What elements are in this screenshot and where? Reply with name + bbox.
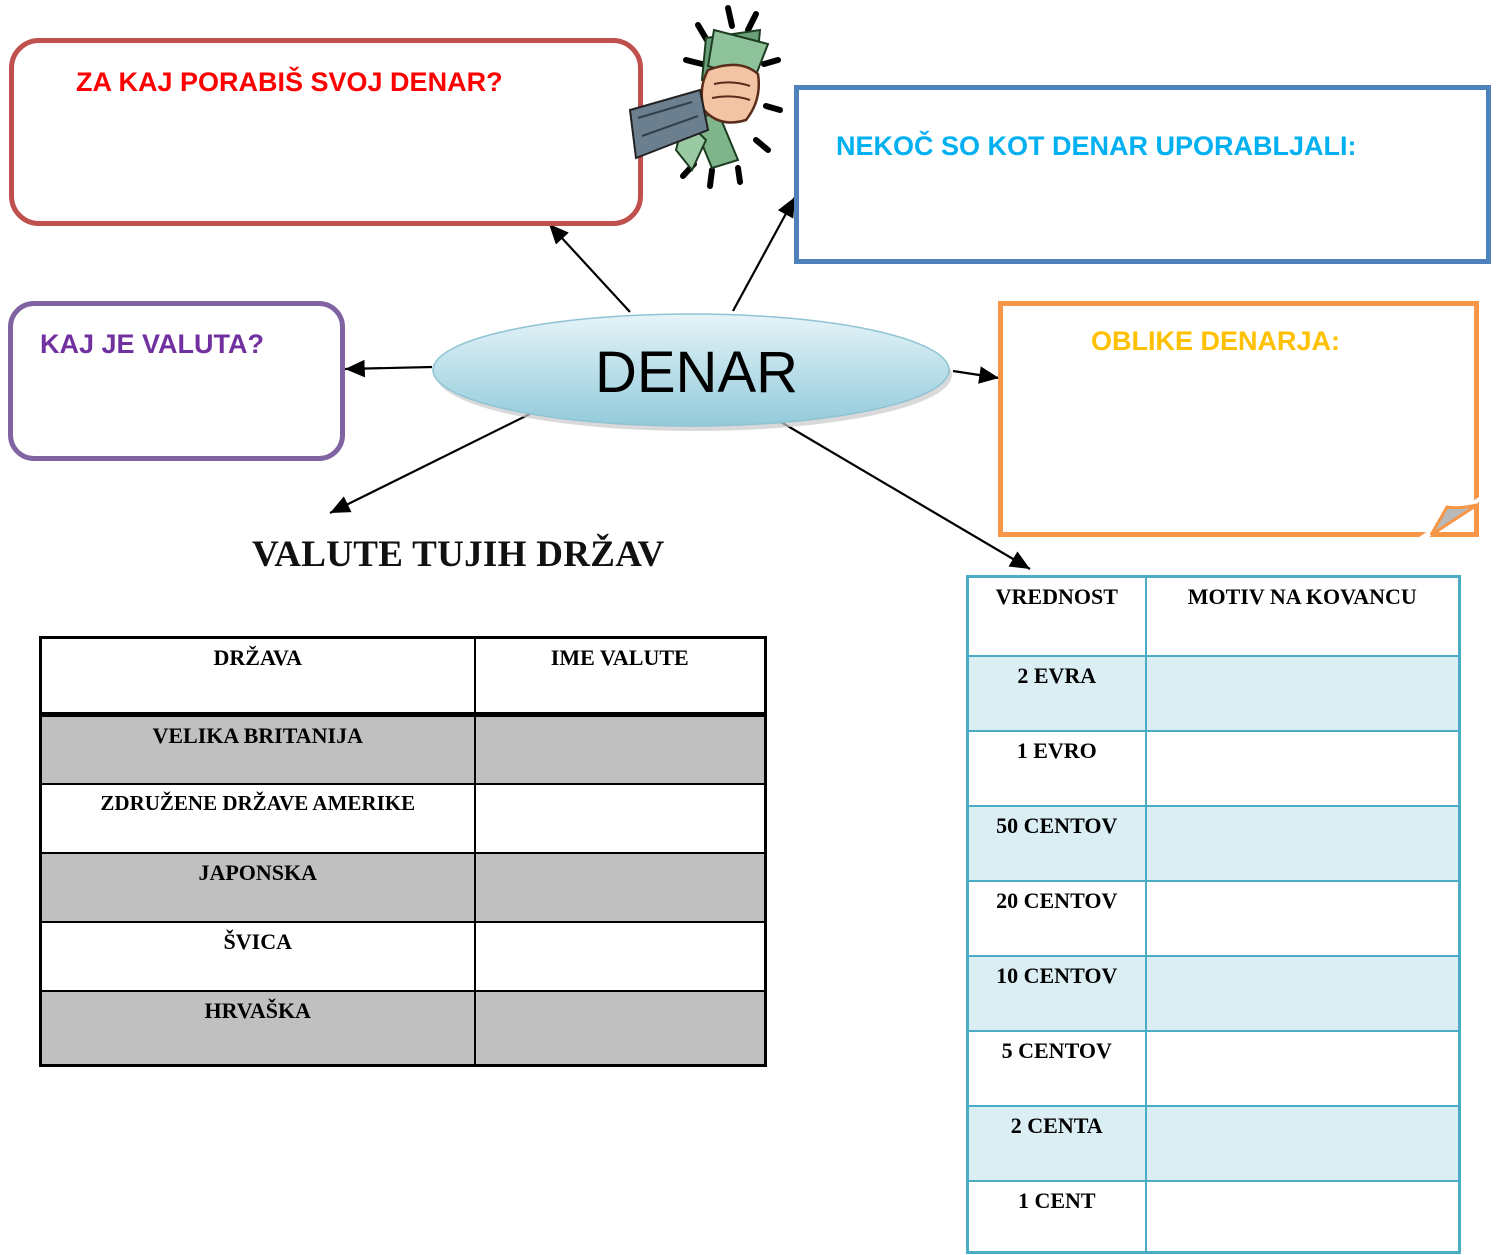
table-row: 50 CENTOV [966,804,1461,882]
table-row: 20 CENTOV [966,879,1461,957]
column-header-coin-motif: MOTIV NA KOVANCU [1144,575,1461,657]
currency-question-box: KAJ JE VALUTA? [8,301,345,461]
coin-value-cell: 10 CENTOV [966,954,1147,1032]
currency-answer-cell[interactable] [473,989,767,1067]
coin-value-cell: 5 CENTOV [966,1029,1147,1107]
euro-coins-table: VREDNOST MOTIV NA KOVANCU 2 EVRA 1 EVRO … [966,575,1461,1254]
currency-answer-cell[interactable] [473,851,767,923]
country-cell: ŠVICA [39,920,476,992]
coin-motif-answer-cell[interactable] [1144,954,1461,1032]
table-row: HRVAŠKA [39,989,767,1067]
money-forms-box: OBLIKE DENARJA: [998,301,1479,537]
coin-value-cell: 1 EVRO [966,729,1147,807]
arrow-to-forms [952,366,1000,384]
column-header-value: VREDNOST [966,575,1147,657]
coin-value-cell: 2 EVRA [966,654,1147,732]
country-cell: VELIKA BRITANIJA [39,713,476,785]
coin-motif-answer-cell[interactable] [1144,804,1461,882]
arrow-to-past [732,196,796,312]
table-header-row: VREDNOST MOTIV NA KOVANCU [966,575,1461,657]
column-header-country: DRŽAVA [39,636,476,717]
coin-motif-answer-cell[interactable] [1144,1104,1461,1182]
currency-answer-cell[interactable] [473,920,767,992]
country-cell: JAPONSKA [39,851,476,923]
past-money-box: NEKOČ SO KOT DENAR UPORABLJALI: [794,85,1491,264]
foreign-currencies-table: DRŽAVA IME VALUTE VELIKA BRITANIJA ZDRUŽ… [39,636,767,1067]
past-money-title: NEKOČ SO KOT DENAR UPORABLJALI: [836,131,1357,161]
coin-motif-answer-cell[interactable] [1144,1029,1461,1107]
currency-answer-cell[interactable] [473,713,767,785]
currency-answer-cell[interactable] [473,782,767,854]
foreign-currencies-heading: VALUTE TUJIH DRŽAV [252,534,665,575]
coin-value-cell: 2 CENTA [966,1104,1147,1182]
money-fist-icon [628,5,783,189]
arrow-to-coins [763,411,1031,570]
table-row: VELIKA BRITANIJA [39,713,767,785]
table-row: 2 CENTA [966,1104,1461,1182]
hub-ellipse [432,313,952,431]
money-forms-title: OBLIKE DENARJA: [1091,326,1341,356]
country-cell: ZDRUŽENE DRŽAVE AMERIKE [39,782,476,854]
table-row: 2 EVRA [966,654,1461,732]
currency-question-title: KAJ JE VALUTA? [40,329,265,359]
coin-motif-answer-cell[interactable] [1144,1179,1461,1254]
coin-motif-answer-cell[interactable] [1144,879,1461,957]
coin-value-cell: 1 CENT [966,1179,1147,1254]
table-row: 5 CENTOV [966,1029,1461,1107]
arrow-to-spend [548,223,631,313]
table-row: 10 CENTOV [966,954,1461,1032]
spend-question-box: ZA KAJ PORABIŠ SVOJ DENAR? [9,38,643,226]
arrow-to-currency [344,359,433,378]
table-row: ŠVICA [39,920,767,992]
coin-value-cell: 50 CENTOV [966,804,1147,882]
hub-label: DENAR [594,339,799,405]
table-row: JAPONSKA [39,851,767,923]
coin-motif-answer-cell[interactable] [1144,654,1461,732]
column-header-currency-name: IME VALUTE [473,636,767,717]
coin-motif-answer-cell[interactable] [1144,729,1461,807]
country-cell: HRVAŠKA [39,989,476,1067]
table-row: 1 CENT [966,1179,1461,1254]
table-header-row: DRŽAVA IME VALUTE [39,636,767,717]
page-curl-icon [1419,497,1479,537]
spend-question-title: ZA KAJ PORABIŠ SVOJ DENAR? [76,67,503,97]
coin-value-cell: 20 CENTOV [966,879,1147,957]
table-row: 1 EVRO [966,729,1461,807]
table-row: ZDRUŽENE DRŽAVE AMERIKE [39,782,767,854]
